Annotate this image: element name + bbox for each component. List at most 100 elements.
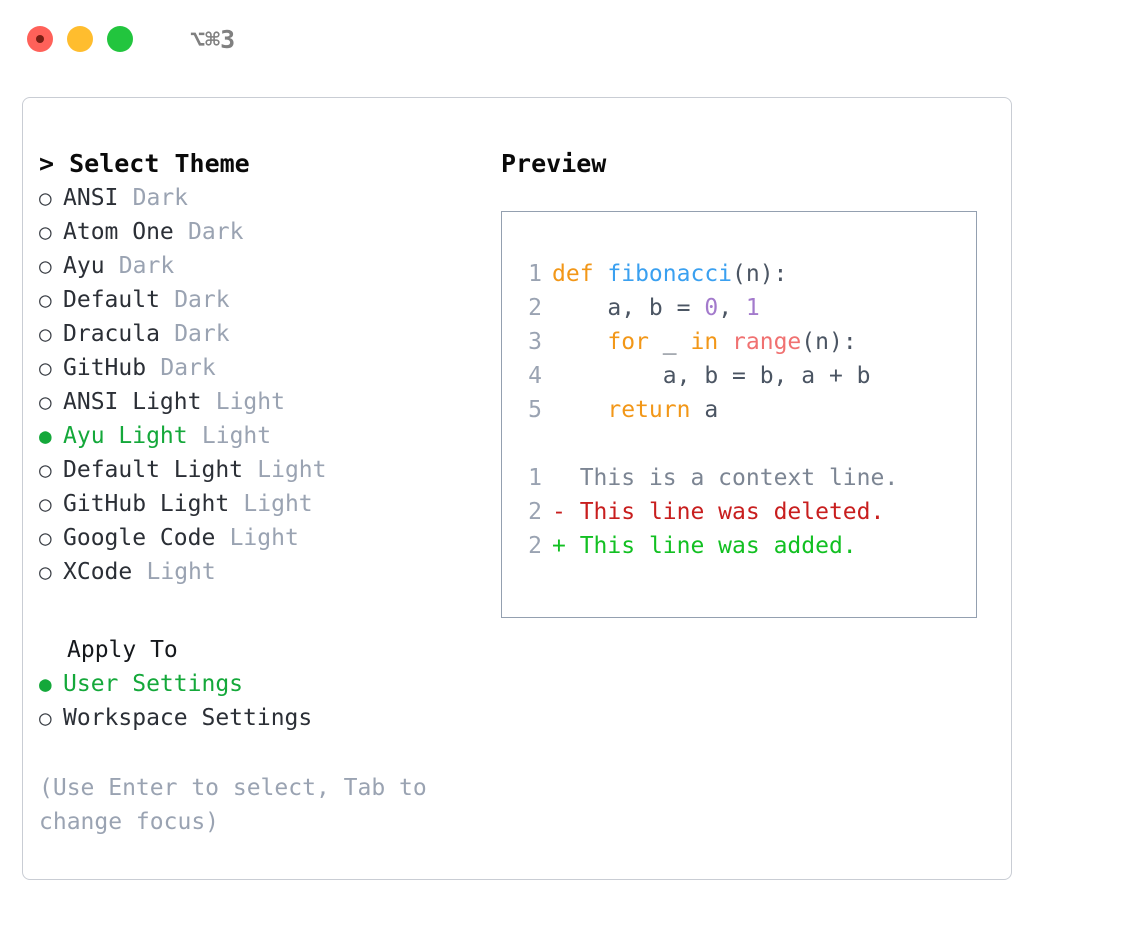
maximize-button-icon[interactable]: [107, 26, 133, 52]
code-token: 0: [704, 295, 719, 321]
theme-kind-label: Light: [257, 457, 327, 483]
theme-name-label: Ayu Light: [63, 423, 188, 449]
spacer: [201, 385, 215, 419]
code-line: 3 for _ in range(n):: [514, 325, 898, 359]
theme-list-item[interactable]: ○XCode Light: [39, 555, 489, 589]
apply-to-list[interactable]: ● User Settings ○ Workspace Settings: [39, 667, 489, 735]
diff-text: This line was deleted.: [565, 499, 885, 525]
theme-name-label: GitHub Light: [63, 491, 230, 517]
spacer: [105, 249, 119, 283]
theme-kind-label: Dark: [188, 219, 244, 245]
code-token: fibonacci: [607, 261, 733, 287]
radio-unselected-icon[interactable]: ○: [39, 706, 52, 730]
line-number: 2: [528, 499, 542, 525]
radio-unselected-icon[interactable]: ○: [39, 288, 52, 312]
spacer: [243, 453, 257, 487]
radio-unselected-icon[interactable]: ○: [39, 254, 52, 278]
apply-to-option[interactable]: ○ Workspace Settings: [39, 701, 489, 735]
theme-name-label: Ayu: [63, 253, 105, 279]
radio-unselected-icon[interactable]: ○: [39, 220, 52, 244]
theme-picker-panel: > Select Theme ○ANSI Dark○Atom One Dark○…: [22, 97, 1012, 880]
code-token: a, b =: [552, 295, 705, 321]
radio-selected-icon[interactable]: ●: [39, 424, 52, 448]
radio-unselected-icon[interactable]: ○: [39, 186, 52, 210]
theme-name-label: Google Code: [63, 525, 216, 551]
theme-name-label: Atom One: [63, 219, 174, 245]
code-token: def: [552, 261, 608, 287]
line-number: 4: [528, 363, 542, 389]
code-token: (n):: [732, 261, 788, 287]
theme-kind-label: Dark: [174, 321, 230, 347]
theme-list-item[interactable]: ○Default Light Light: [39, 453, 489, 487]
code-token: [552, 397, 607, 423]
apply-to-header: Apply To: [67, 637, 178, 663]
spacer: [188, 419, 202, 453]
code-line: 5 return a: [514, 393, 898, 427]
diff-text: This is a context line.: [565, 465, 899, 491]
radio-unselected-icon[interactable]: ○: [39, 492, 52, 516]
theme-list-item[interactable]: ○ Dracula Dark: [39, 317, 489, 351]
apply-to-label: User Settings: [63, 671, 244, 697]
diff-sign: -: [552, 499, 566, 525]
keyboard-hint-text: (Use Enter to select, Tab to change focu…: [39, 775, 441, 835]
theme-kind-label: Light: [201, 423, 272, 449]
radio-unselected-icon[interactable]: ○: [39, 526, 52, 550]
diff-text: This line was added.: [565, 533, 857, 559]
diff-sign: +: [552, 533, 566, 559]
radio-unselected-icon[interactable]: ○: [39, 560, 52, 584]
code-token: a, b = b, a + b: [552, 363, 871, 389]
theme-kind-label: Dark: [118, 253, 175, 279]
code-token: return: [607, 397, 691, 423]
code-token: in: [690, 329, 719, 355]
theme-list-pane: > Select Theme ○ANSI Dark○Atom One Dark○…: [39, 147, 489, 839]
radio-unselected-icon[interactable]: ○: [39, 356, 52, 380]
minimize-button-icon[interactable]: [67, 26, 93, 52]
theme-name-label: Dracula: [63, 321, 160, 347]
theme-list-item[interactable]: ○Default Dark: [39, 283, 489, 317]
diff-line: 2- This line was deleted.: [514, 495, 898, 529]
code-token: _: [648, 329, 691, 355]
code-token: ,: [718, 295, 746, 321]
code-token: range: [732, 329, 802, 355]
radio-unselected-icon[interactable]: ○: [39, 458, 52, 482]
close-button-icon[interactable]: [27, 26, 53, 52]
theme-name-label: GitHub: [63, 355, 147, 381]
theme-list-item[interactable]: ○ GitHub Dark: [39, 351, 489, 385]
code-token: a: [690, 397, 719, 423]
theme-list-item[interactable]: ○ANSI Light Light: [39, 385, 489, 419]
theme-list-item[interactable]: ● Ayu Light Light: [39, 419, 489, 453]
spacer: [229, 487, 243, 521]
spacer: [174, 215, 188, 249]
theme-name-label: XCode: [63, 559, 133, 585]
code-token: [552, 329, 607, 355]
radio-unselected-icon[interactable]: ○: [39, 322, 52, 346]
theme-kind-label: Light: [243, 491, 313, 517]
theme-list-item[interactable]: ○ GitHub Light Light: [39, 487, 489, 521]
code-token: [718, 329, 732, 355]
radio-selected-icon[interactable]: ●: [39, 672, 52, 696]
radio-unselected-icon[interactable]: ○: [39, 390, 52, 414]
keyboard-shortcut-label: ⌥⌘3: [190, 24, 236, 54]
apply-to-option[interactable]: ● User Settings: [39, 667, 489, 701]
spacer: [160, 317, 174, 351]
code-blank-line: [514, 427, 898, 461]
code-line: 4 a, b = b, a + b: [514, 359, 898, 393]
theme-list-item[interactable]: ○ Ayu Dark: [39, 249, 489, 283]
diff-sign: [552, 465, 566, 491]
theme-kind-label: Dark: [160, 355, 216, 381]
spacer: [118, 181, 132, 215]
spacer: [160, 283, 174, 317]
theme-list-item[interactable]: ○ Atom One Dark: [39, 215, 489, 249]
code-token: (n):: [801, 329, 857, 355]
theme-list[interactable]: ○ANSI Dark○Atom One Dark○Ayu Dark○Defaul…: [39, 181, 489, 589]
diff-line: 2+ This line was added.: [514, 529, 898, 563]
diff-line: 1 This is a context line.: [514, 461, 898, 495]
apply-to-label: Workspace Settings: [63, 705, 313, 731]
theme-list-item[interactable]: ○ANSI Dark: [39, 181, 489, 215]
theme-list-item[interactable]: ○Google Code Light: [39, 521, 489, 555]
title-bar: ⌥⌘3: [0, 0, 1140, 78]
